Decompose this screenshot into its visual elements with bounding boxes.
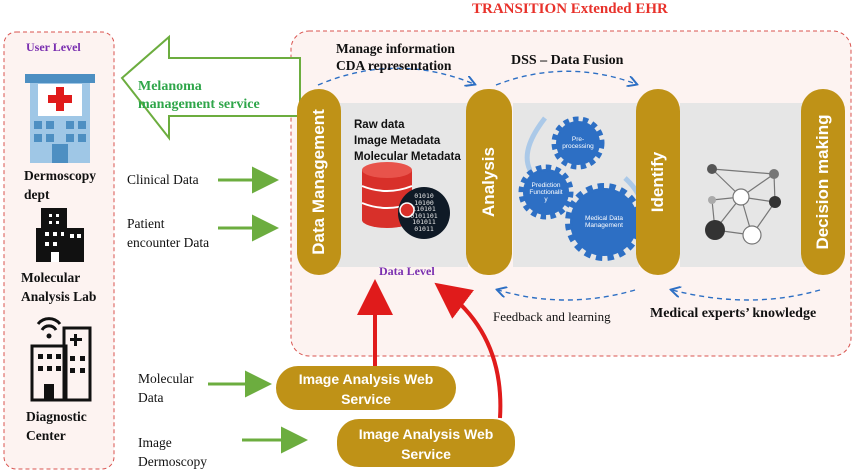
hospital-icon [25,74,95,163]
service-2-line-2: Service [401,446,451,462]
molecular-lab-line-2: Analysis Lab [21,289,97,304]
identify-label: Identify [648,151,667,213]
binary-data-icon [398,187,450,239]
service-1-line-1: Image Analysis Web [298,371,434,387]
patient-line-1: Patient [127,216,165,231]
data-management-pillar: Data Management [297,89,341,275]
melanoma-line-1: Melanoma [138,79,202,94]
binary-row: 110101 [412,205,436,213]
service-2-line-1: Image Analysis Web [358,426,494,442]
binary-row: 01010 [414,192,434,200]
experts-label: Medical experts’ knowledge [650,306,817,321]
molecular-lab-line-1: Molecular [21,270,81,285]
gear-preprocessing [551,116,605,170]
melanoma-service-label: Melanoma management service [138,78,260,114]
image-dermoscopy-label: Image Dermoscopy [138,433,207,471]
patient-line-2: encounter Data [127,235,210,250]
page-title: TRANSITION Extended EHR [472,1,668,17]
manage-line-2: CDA representation [336,58,452,73]
raw-data-label: Raw data [354,119,405,131]
prediction-line-3: y [544,196,548,203]
service-1-line-2: Service [341,391,391,407]
identify-pillar: Identify [636,89,680,275]
prediction-line-1: Prediction [531,182,561,189]
clinical-data-label: Clinical Data [127,172,199,187]
decision-making-label: Decision making [813,114,832,250]
image-metadata-label: Image Metadata [354,135,441,147]
preprocessing-text: Pre- processing [556,136,600,150]
identify-band [680,103,805,267]
image-analysis-service-2: Image Analysis Web Service [337,419,515,467]
molecular-line-1: Molecular [138,371,194,386]
image-line-1: Image [138,435,172,450]
analysis-label: Analysis [479,147,498,217]
network-icon [705,164,781,245]
dermoscopy-line-2: dept [24,187,50,202]
decision-making-pillar: Decision making [801,89,845,275]
molecular-lab-label: Molecular Analysis Lab [21,268,96,306]
lab-building-icon [36,208,84,262]
smart-building-icon [30,317,92,402]
binary-row: 0101101 [410,211,438,220]
prediction-line-2: Functionalit [529,189,563,196]
molecular-line-2: Data [138,390,164,405]
dermoscopy-line-1: Dermoscopy [24,168,96,183]
dermoscopy-label: Dermoscopy dept [24,166,96,204]
molecular-data-label: Molecular Data [138,369,193,407]
image-analysis-service-1: Image Analysis Web Service [276,366,456,410]
molecular-metadata-label: Molecular Metadata [354,151,461,163]
manage-line-1: Manage information [336,41,455,56]
binary-row: 01011 [414,224,434,233]
binary-row: 10100 [414,198,434,207]
preprocessing-line-1: Pre- [571,136,585,143]
medical-line-1: Medical Data [585,215,623,222]
manage-arc [317,67,474,85]
diagnostic-line-1: Diagnostic [26,409,87,424]
preprocessing-line-2: processing [562,143,594,150]
image-line-2: Dermoscopy [138,454,207,469]
binary-row: 101011 [412,218,436,226]
prediction-text: Prediction Functionalit y [524,182,568,203]
medical-data-text: Medical Data Management [578,215,630,229]
dss-label: DSS – Data Fusion [511,53,624,68]
melanoma-line-2: management service [138,97,260,112]
binary-digits: 01010 10100 110101 0101101 101011 01011 [401,193,447,232]
manage-information-label: Manage information CDA representation [336,40,455,74]
diagnostic-line-2: Center [26,428,66,443]
red-arrow-2 [434,282,503,419]
data-management-label: Data Management [309,109,328,255]
user-level-heading: User Level [26,40,81,54]
experts-arc [672,290,821,301]
melanoma-service-arrow [120,34,301,141]
patient-data-label: Patient encounter Data [127,214,209,252]
feedback-label: Feedback and learning [493,309,611,324]
diagnostic-center-label: Diagnostic Center [26,407,87,445]
dss-arc [495,70,636,85]
analysis-pillar: Analysis [466,89,512,275]
gear-prediction [518,164,574,220]
data-block-text: Raw data Image Metadata Molecular Metada… [354,117,461,165]
medical-line-2: Management [585,222,623,229]
data-level-label: Data Level [379,264,435,278]
